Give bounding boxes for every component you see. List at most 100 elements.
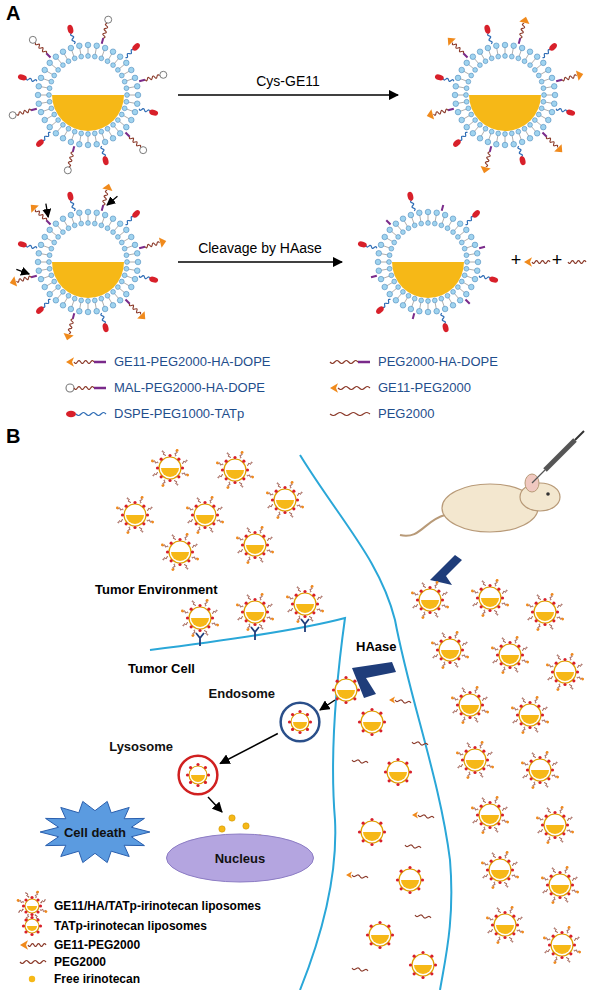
lipid-head [519,139,525,145]
lipid-head [473,68,478,73]
ge11-peptide [346,871,352,878]
lipid-head [464,253,469,258]
tatp-peptide [465,767,468,770]
ha-segment [125,132,129,136]
ge11-peptide [191,634,194,637]
peg-chain [495,610,498,616]
tatp-peptide [203,501,206,504]
lipid-head [527,49,533,55]
lipid-head [522,59,527,64]
tatp-peptide [471,209,481,219]
ge11-peptide [554,144,562,152]
drug-core [521,715,539,724]
lipid-head [38,276,44,282]
lipid-head [459,240,464,245]
legend-entry: PEG2000-HA-DOPE [378,354,498,370]
panel-letter: B [6,425,20,448]
peg-chain [574,937,580,940]
ge11-peptide [451,696,454,699]
lipid-head [473,118,478,123]
tatp-liposome [22,916,42,936]
lipid-head [35,259,41,265]
lipid-tail [124,71,130,75]
ha-segment [46,220,50,224]
ha-segment [73,313,75,319]
peg-chain [103,191,108,205]
lipid-head [47,93,52,98]
ge11-peptide [561,618,564,621]
legend-text: PEG2000-HA-DOPE [378,354,498,369]
tatp-peptide [417,887,420,890]
tat-linker [139,109,150,112]
peg-chain [462,642,468,645]
tatp-peptide [538,756,541,759]
ha-segment [31,109,37,111]
tatp-peptide [189,781,192,784]
tatp-peptide [212,505,215,508]
lipid-head [49,106,54,111]
lipid-head [511,43,517,49]
peg-chain [28,944,46,947]
legend-sample [524,257,550,267]
lipid-head [462,246,467,251]
lipid-tail [474,126,478,131]
tatp-peptide [476,596,479,599]
ge11-peptide [456,751,459,754]
ge11-peptide [236,536,239,539]
lipid-tail [72,217,74,224]
lipid-head [432,298,437,303]
lipid-head [477,136,483,142]
lipid-tail [129,262,136,263]
lipid-head [111,122,116,127]
lipid-head [494,141,500,147]
peg-chain [522,647,528,650]
tatp-peptide [242,477,245,480]
ge11-peptide [496,941,499,944]
peg-chain [35,43,46,54]
ge11-peptide [476,686,479,689]
peg-chain [145,242,159,248]
lipid-tail [127,246,134,248]
tatp-peptide [396,878,399,881]
ge11-peptide [491,646,494,649]
peg-chain [554,928,557,934]
tatp-peptide [501,813,504,816]
tatp-peptide [512,915,515,918]
tat-linker [71,200,76,211]
peg-chain [35,210,46,221]
lipid-head [111,63,116,68]
lipid-head [47,291,53,297]
tatp-peptide [473,771,476,774]
lipid-head [68,212,74,218]
peg-chain [577,664,583,667]
tatp-peptide [30,896,33,899]
drug-core [52,95,124,131]
legend-text: MAL-PEG2000-HA-DOPE [114,380,265,395]
ge11-peptide [521,731,524,734]
ha-segment [448,109,454,111]
lipid-tail [102,217,104,224]
peg-chain [435,612,438,618]
tatp-peptide [186,616,189,619]
legend-entry: DSPE-PEG1000-TATp [114,406,244,422]
tatp-peptide [378,946,381,949]
targeted-liposome [286,585,324,623]
legend-sample [66,384,106,392]
tatp-peptide [501,596,504,599]
ge11-peptide [181,609,184,612]
tatp-peptide [275,490,278,493]
targeted-liposome [456,741,494,779]
ha-segment [139,80,145,82]
lipid-tail [88,214,89,221]
lipid-head [378,276,384,282]
tatp-peptide [271,498,274,501]
liposome-shell [244,534,266,556]
liposome-core [392,226,464,298]
lipid-head [503,54,508,59]
tatp-peptide [503,936,506,939]
tatp-peptide [36,898,39,901]
tatp-peptide [566,109,576,117]
released-peg [352,875,368,878]
lipid-head [400,216,406,222]
tatp-peptide [495,915,498,918]
